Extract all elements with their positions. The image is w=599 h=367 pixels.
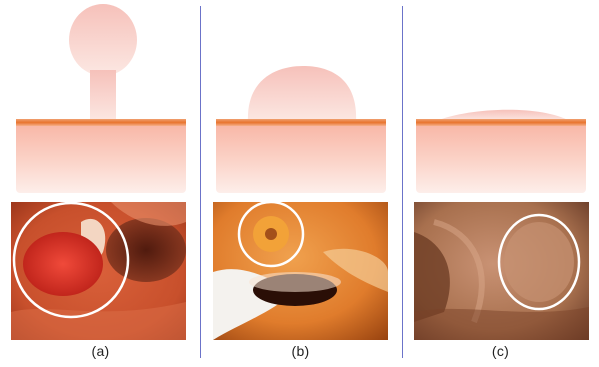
tissue-block <box>216 121 386 193</box>
mucosa-line <box>416 119 586 126</box>
pedunculated-polyp-schematic <box>8 0 193 200</box>
panel-b: (b) <box>208 0 393 367</box>
tissue-block <box>16 121 186 193</box>
endoscopy-image-b <box>213 202 388 340</box>
mucosa-line <box>16 119 186 126</box>
divider-line <box>402 6 403 358</box>
polyp-head <box>69 4 137 76</box>
endoscopy-image-c <box>414 202 589 340</box>
panel-label: (b) <box>208 343 393 359</box>
panel-a: (a) <box>8 0 193 367</box>
tissue-block <box>416 121 586 193</box>
panel-c: (c) <box>408 0 593 367</box>
panel-label: (c) <box>408 343 593 359</box>
polyp-head <box>248 66 356 122</box>
divider-line <box>200 6 201 358</box>
flat-lesion-schematic <box>408 0 593 200</box>
endoscopy-image-a <box>11 202 186 340</box>
mucosa-line <box>216 119 386 126</box>
sessile-polyp-schematic <box>208 0 393 200</box>
panel-label: (a) <box>8 343 193 359</box>
red-polyp <box>23 232 103 296</box>
polyp-stalk <box>90 70 116 122</box>
